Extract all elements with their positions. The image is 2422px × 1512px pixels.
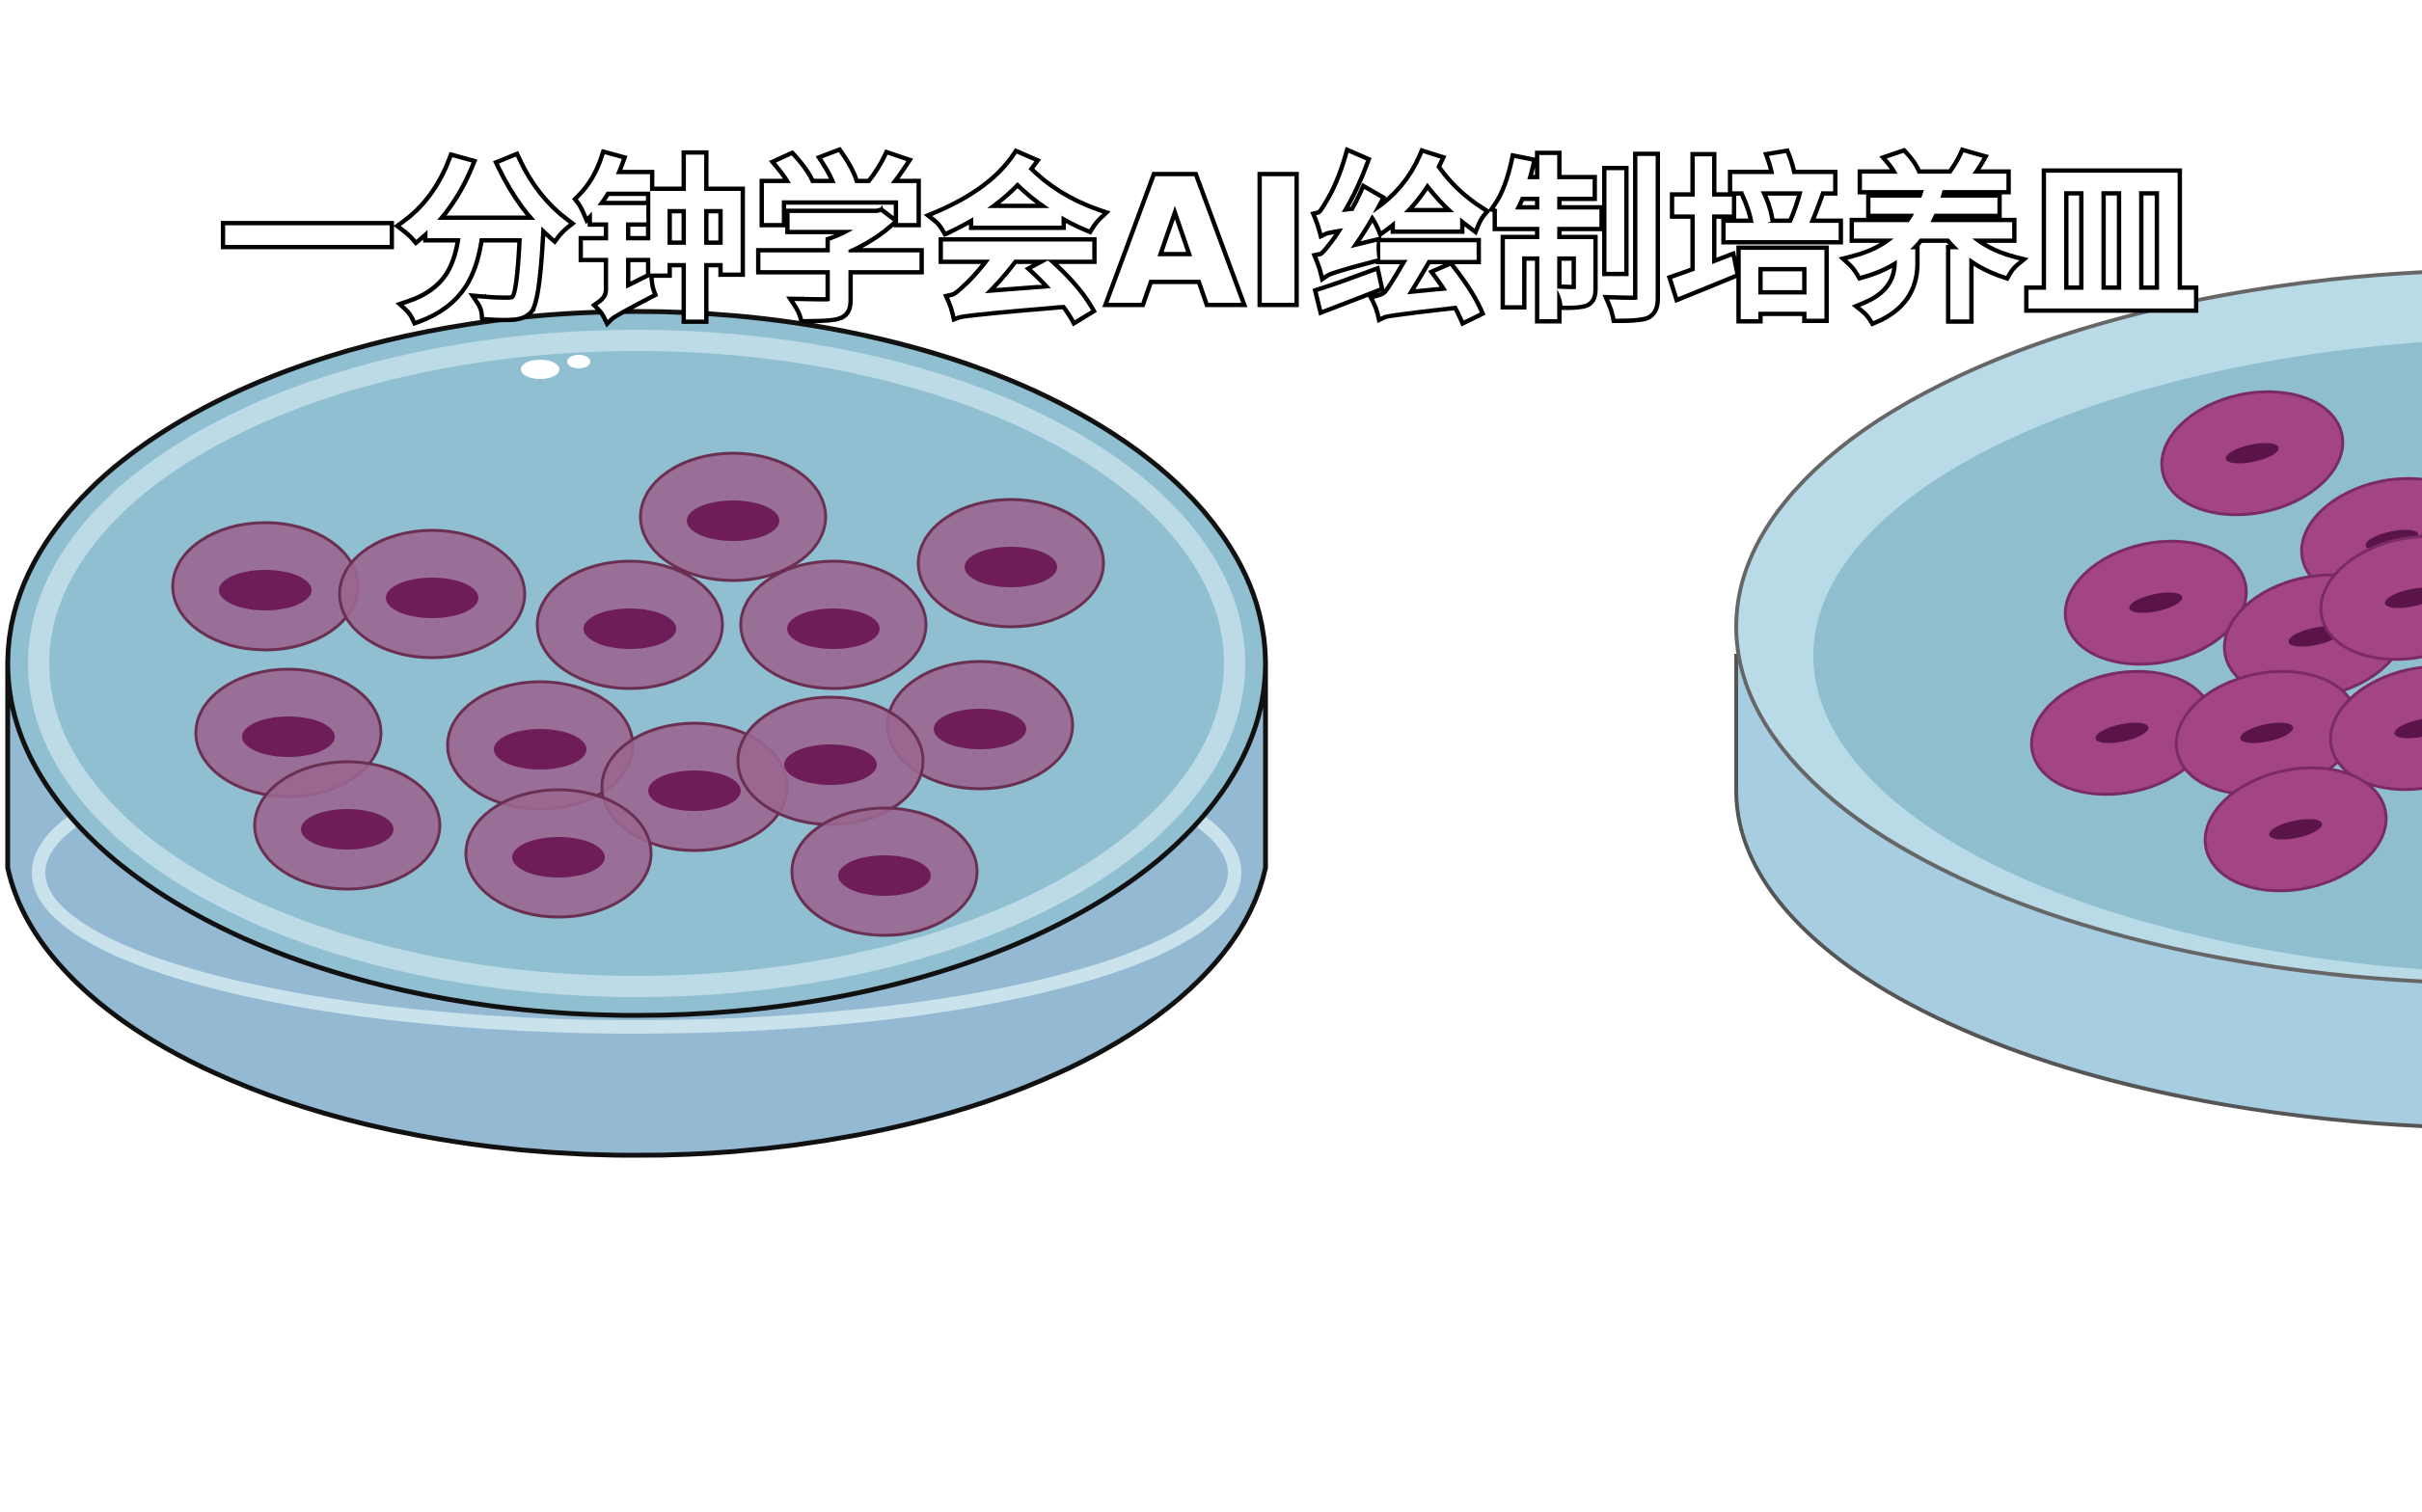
- cell-nucleus: [787, 608, 880, 649]
- cell: [2319, 534, 2422, 662]
- cell-nucleus: [584, 608, 676, 649]
- cell: [916, 498, 1105, 629]
- cell-nucleus: [2269, 819, 2323, 840]
- cell: [790, 806, 979, 937]
- cell-nucleus: [301, 809, 394, 850]
- left-cells: [171, 451, 1105, 937]
- cell: [338, 528, 527, 660]
- cell-nucleus: [386, 578, 478, 618]
- cell-nucleus: [219, 570, 312, 610]
- cell: [535, 559, 724, 690]
- cell: [2174, 669, 2359, 796]
- cell-nucleus: [2240, 722, 2294, 743]
- cell-nucleus: [512, 837, 605, 878]
- cell: [2029, 669, 2215, 796]
- cell-nucleus: [648, 770, 741, 811]
- cell: [739, 559, 928, 690]
- cell: [171, 521, 360, 652]
- cell-nucleus: [934, 709, 1026, 749]
- cell: [2328, 664, 2422, 792]
- cell-nucleus: [2394, 717, 2422, 739]
- right-cells: [2029, 390, 2422, 893]
- cell-nucleus: [2225, 443, 2279, 464]
- cell-nucleus: [784, 744, 877, 785]
- cell: [253, 760, 442, 891]
- cell-nucleus: [965, 547, 1057, 587]
- cell-nucleus: [2384, 587, 2422, 608]
- cell: [2160, 390, 2345, 517]
- cell: [639, 451, 828, 582]
- cell-nucleus: [838, 855, 931, 896]
- cell-nucleus: [242, 716, 335, 757]
- cell-nucleus: [494, 729, 586, 770]
- cell: [885, 660, 1075, 791]
- cell-nucleus: [2129, 592, 2183, 613]
- left-petri-dish: [5, 309, 1268, 1158]
- page-title: 一分钟学会AI绘制培养皿: [216, 139, 2202, 349]
- left-dish-rim-highlight: [28, 330, 1245, 997]
- cell: [736, 695, 925, 826]
- right-petri-dish: [1734, 270, 2422, 1128]
- cell: [2063, 539, 2248, 666]
- left-dish-glare: [521, 360, 559, 379]
- cell-nucleus: [2095, 722, 2149, 743]
- left-dish-glare: [567, 355, 590, 368]
- cell-nucleus: [687, 500, 779, 541]
- cell: [464, 788, 653, 919]
- cell: [446, 680, 635, 811]
- cell: [2203, 766, 2388, 893]
